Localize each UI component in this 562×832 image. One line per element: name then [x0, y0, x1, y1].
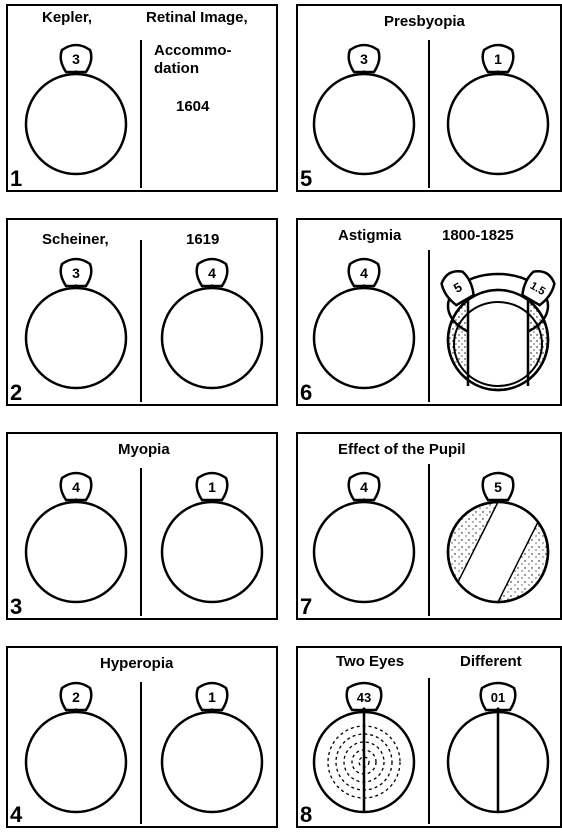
- panel-7: Effect of the Pupil 4 5 7: [296, 432, 562, 620]
- panel-divider: [428, 250, 430, 402]
- panel-number: 4: [10, 804, 22, 826]
- panel-divider: [428, 678, 430, 824]
- eye-circle: [162, 288, 262, 388]
- panel-5: Presbyopia 3 1 5: [296, 4, 562, 192]
- lens-label: 1: [208, 479, 216, 495]
- panel-3: Myopia 4 1 3: [6, 432, 278, 620]
- panel-title-right: 1800-1825: [442, 228, 514, 244]
- eye-diagram: 1: [440, 40, 556, 188]
- lens-label: 4: [72, 479, 80, 495]
- panel-divider: [140, 682, 142, 824]
- panel-number: 1: [10, 168, 22, 190]
- note-year: 1604: [176, 98, 209, 116]
- panel-number: 5: [300, 168, 312, 190]
- eye-diagram: 3: [18, 40, 134, 188]
- eye-circle: [162, 712, 262, 812]
- lens-label: 4: [208, 265, 216, 281]
- lens-label: 3: [360, 51, 368, 67]
- lens-label: 1: [208, 689, 216, 705]
- eye-diagram: 1: [154, 678, 270, 826]
- panel-title-left: Scheiner,: [42, 232, 109, 248]
- eye-diagram: 4: [154, 254, 270, 402]
- panel-title: Presbyopia: [384, 14, 465, 30]
- panel-number: 7: [300, 596, 312, 618]
- panel-title-right: 1619: [186, 232, 219, 248]
- lens-label: 3: [72, 51, 80, 67]
- panel-8: Two Eyes Different 43 01 8: [296, 646, 562, 828]
- pupil-eye-diagram: 5: [440, 468, 556, 616]
- lens-label: 43: [357, 690, 371, 705]
- panel-2: Scheiner, 1619 3 4 2: [6, 218, 278, 406]
- panel-divider: [140, 240, 142, 402]
- lens-label: 4: [360, 479, 368, 495]
- panel-title-right: Retinal Image,: [146, 10, 248, 26]
- eye-diagram: 3: [18, 254, 134, 402]
- eye-diagram: 4: [306, 254, 422, 402]
- panel-title-right: Different: [460, 654, 522, 670]
- panel-1: Kepler, Retinal Image, Accommo- dation 1…: [6, 4, 278, 192]
- lens-label: 01: [491, 690, 505, 705]
- note-line-1: Accommo-: [154, 42, 232, 60]
- lens-label: 3: [72, 265, 80, 281]
- clear-band: [468, 290, 528, 388]
- panel-number: 6: [300, 382, 312, 404]
- eye-diagram: 2: [18, 678, 134, 826]
- eye-circle: [26, 288, 126, 388]
- eye-circle: [314, 74, 414, 174]
- eye-circle: [314, 502, 414, 602]
- panel-divider: [428, 464, 430, 616]
- panel-title: Effect of the Pupil: [338, 442, 466, 458]
- panel-title: Myopia: [118, 442, 170, 458]
- panel-number: 2: [10, 382, 22, 404]
- split-eye-diagram: 01: [440, 678, 556, 826]
- astigmatic-eye-diagram: 5 1.5: [434, 244, 562, 404]
- panel-number: 8: [300, 804, 312, 826]
- panel-divider: [140, 468, 142, 616]
- eye-diagram: 1: [154, 468, 270, 616]
- note-line-2: dation: [154, 60, 199, 78]
- panel-4: Hyperopia 2 1 4: [6, 646, 278, 828]
- lens-label: 1: [494, 51, 502, 67]
- panel-number: 3: [10, 596, 22, 618]
- panel-title-left: Kepler,: [42, 10, 92, 26]
- panel-title-left: Two Eyes: [336, 654, 404, 670]
- panel-title-left: Astigmia: [338, 228, 401, 244]
- lens-label: 4: [360, 265, 368, 281]
- eye-circle: [314, 288, 414, 388]
- eye-circle: [26, 712, 126, 812]
- eye-circle: [448, 74, 548, 174]
- eye-diagram: 3: [306, 40, 422, 188]
- eye-diagram: 4: [306, 468, 422, 616]
- eye-circle: [162, 502, 262, 602]
- lens-label: 5: [494, 479, 502, 495]
- eye-circle: [26, 74, 126, 174]
- panel-divider: [140, 40, 142, 188]
- eye-diagram: 4: [18, 468, 134, 616]
- eye-circle: [26, 502, 126, 602]
- panel-divider: [428, 40, 430, 188]
- panel-title: Hyperopia: [100, 656, 173, 672]
- ring-eye-diagram: 43: [306, 678, 422, 826]
- lens-label: 2: [72, 689, 80, 705]
- panel-6: Astigmia 1800-1825 4 5 1.5 6: [296, 218, 562, 406]
